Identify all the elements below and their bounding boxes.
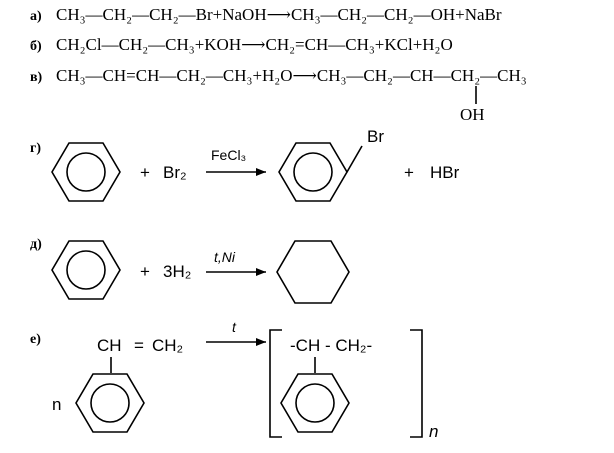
substituent-oh: OH (460, 105, 485, 124)
polymer-repeat-unit: -CH - CH₂- (290, 336, 372, 355)
condition-t-ni: t,Ni (214, 249, 236, 265)
plus-g-2: + (404, 163, 414, 182)
label-b: б) (30, 39, 42, 54)
bracket-right (410, 329, 423, 438)
condition-t: t (232, 319, 237, 335)
arrowhead-e (256, 338, 266, 346)
label-g: г) (30, 141, 41, 156)
monomer-equals: = (134, 336, 144, 355)
label-e: е) (30, 332, 41, 347)
equation-v: CH₃—CH=CH—CH₂—CH₃+H₂O⟶CH₃—CH₂—CH—CH₂—CH₃ (56, 66, 527, 85)
plus-g-1: + (140, 163, 150, 182)
substituent-br: Br (367, 127, 384, 146)
label-v: в) (30, 70, 43, 85)
benzene-ring-reactant-d (51, 240, 121, 300)
plus-d: + (140, 262, 150, 281)
reagent-br2: Br₂ (163, 163, 187, 182)
arrowhead-g (256, 168, 266, 176)
benzene-ring-polymer (280, 373, 350, 433)
byproduct-hbr: HBr (430, 163, 460, 182)
label-a: а) (30, 9, 42, 24)
arrowhead-d (256, 268, 266, 276)
reagent-3h2: 3H₂ (163, 262, 191, 281)
benzene-ring-reactant-g (51, 142, 121, 202)
subscript-n: n (429, 422, 438, 441)
label-d: д) (30, 237, 42, 252)
monomer-ch2: CH₂ (152, 336, 183, 355)
equation-b: CH₂Cl—CH₂—CH₃+KOH⟶CH₂=CH—CH₃+KCl+H₂O (56, 35, 453, 54)
multiplier-n: n (52, 395, 61, 414)
cyclohexane-ring-product-d (276, 240, 350, 304)
benzene-ring-product-g (278, 142, 363, 202)
monomer-ch: CH (97, 336, 122, 355)
equation-a: CH₃—CH₂—CH₂—Br+NaOH⟶CH₃—CH₂—CH₂—OH+NaBr (56, 5, 502, 24)
condition-fecl3: FeCl₃ (211, 147, 246, 163)
benzene-ring-monomer (75, 373, 145, 433)
bracket-left (269, 329, 282, 438)
